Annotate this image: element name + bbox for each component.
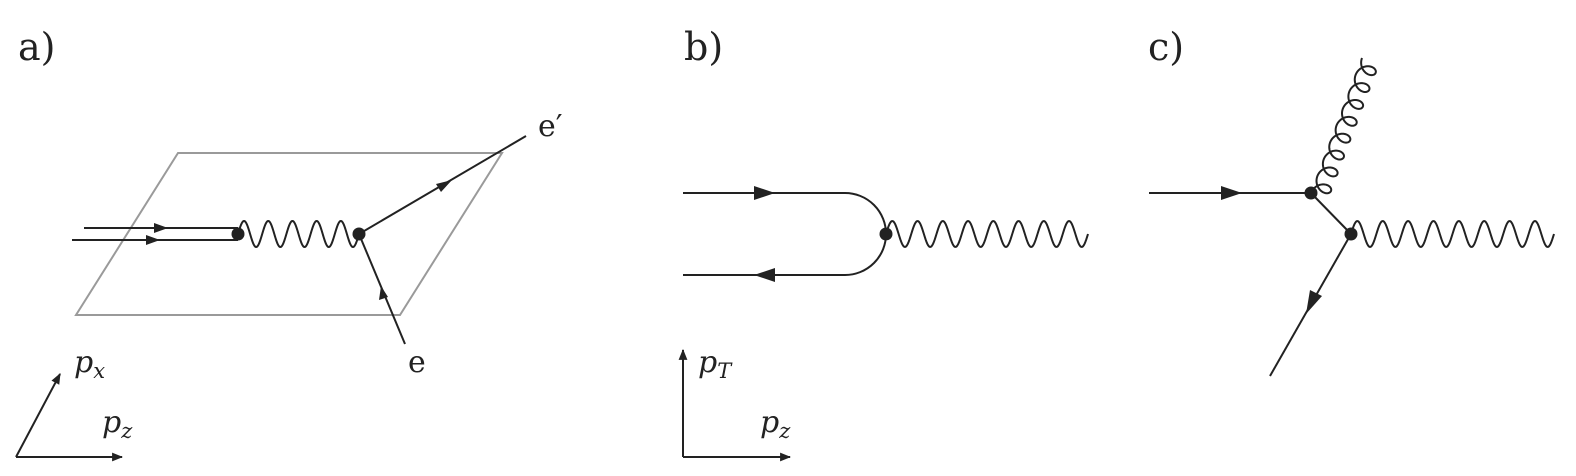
photon-line-c [1350, 220, 1555, 248]
pz-axis-label-b: pz [760, 405, 791, 443]
internal-quark-line [1310, 192, 1352, 235]
px-axis-label: px [74, 345, 105, 383]
pt-axis-label: pT [698, 345, 733, 383]
panel-c-label: c) [1148, 25, 1184, 69]
px-axis-a [15, 373, 61, 458]
gluon-line [1310, 57, 1377, 195]
fermion-pair-line [683, 192, 887, 276]
photon-line-b [885, 220, 1089, 248]
scattering-plane [74, 152, 504, 316]
outgoing-electron-label: e′ [538, 109, 563, 144]
gluon-vertex-c [1304, 186, 1318, 200]
quark-arrow [146, 235, 160, 245]
incoming-electron-label: e [408, 345, 426, 380]
incoming-quark-arrow [1221, 186, 1242, 200]
vertex-left-a [231, 227, 245, 241]
antiquark-arrow [154, 223, 168, 233]
pz-axis-label-a: pz [102, 405, 133, 443]
outgoing-fermion-arrow [754, 268, 775, 282]
photon-line-a [237, 219, 360, 249]
outgoing-electron-arrow [436, 180, 452, 192]
incoming-electron-arrow [379, 286, 388, 300]
panel-a-label: a) [18, 25, 55, 69]
photon-vertex-c [1344, 227, 1358, 241]
outgoing-quark-arrow [1306, 290, 1322, 314]
incoming-fermion-arrow [754, 186, 775, 200]
panel-b-label: b) [684, 25, 723, 69]
vertex-b [879, 227, 893, 241]
